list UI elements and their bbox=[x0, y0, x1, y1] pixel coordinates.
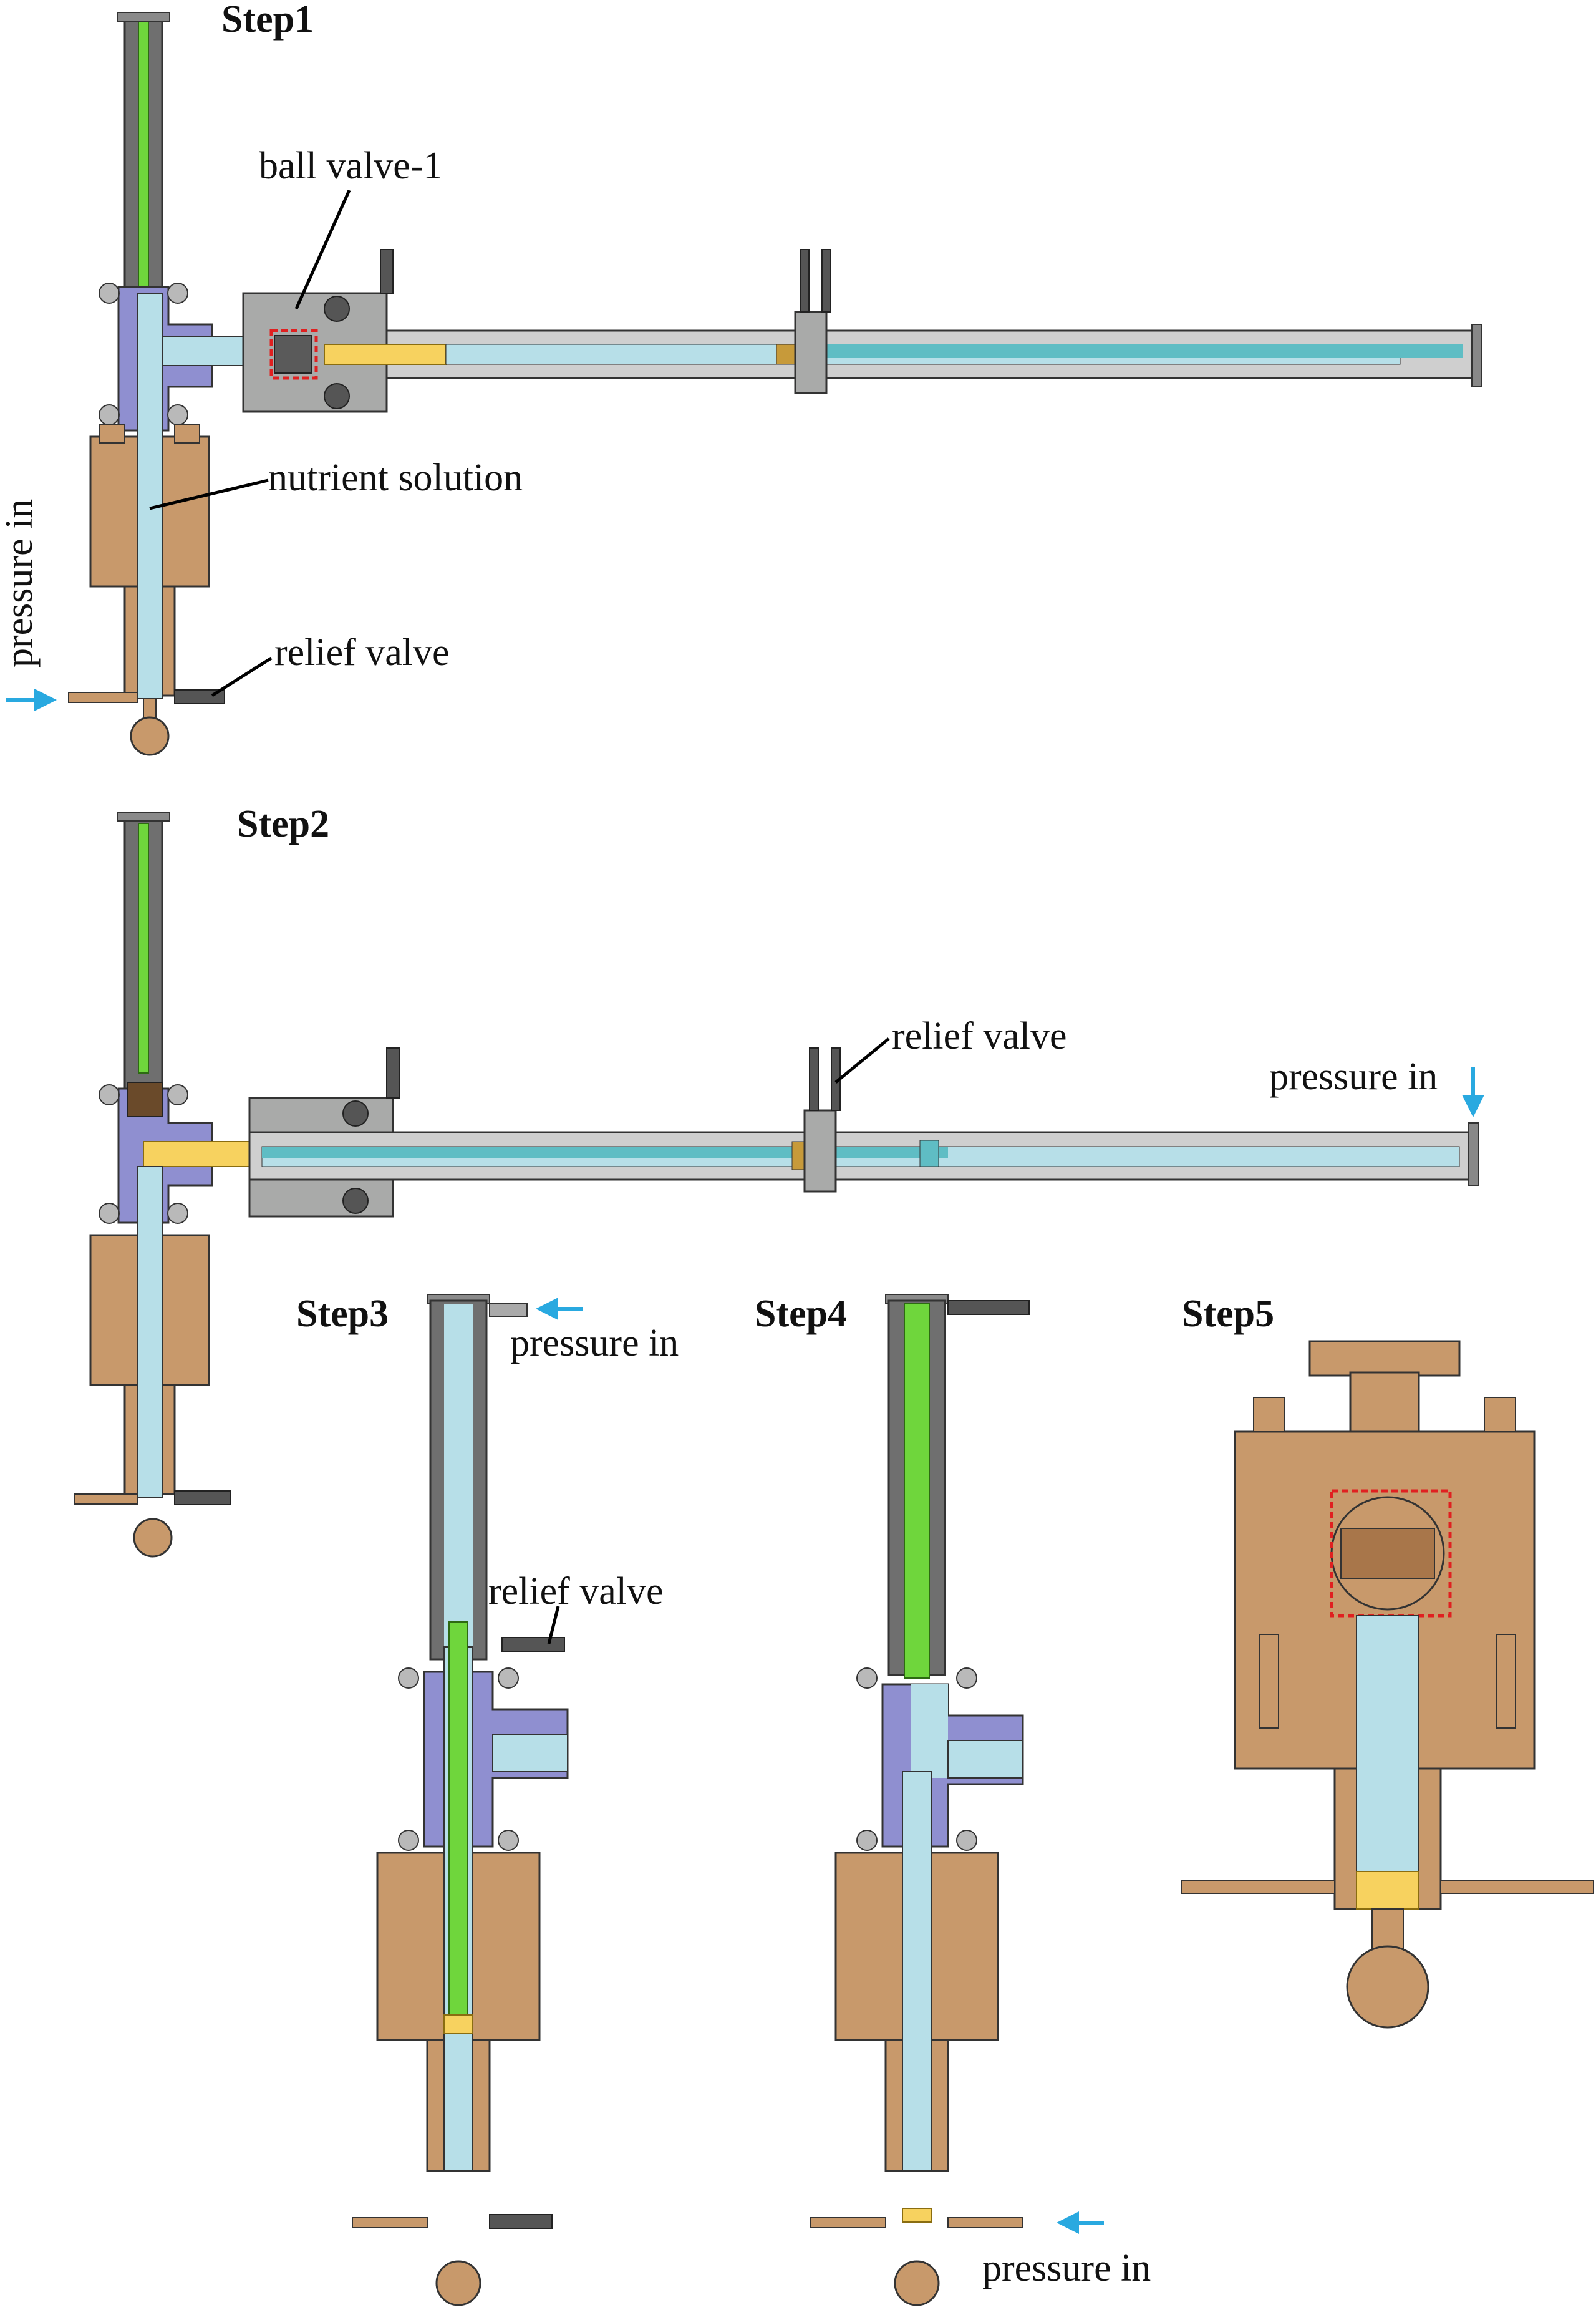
step2-apparatus bbox=[74, 812, 1484, 1558]
step5-label: Step5 bbox=[1182, 1293, 1275, 1335]
step1-vertical-fluid bbox=[137, 293, 163, 699]
step1-relief-valve-label: relief valve bbox=[274, 631, 450, 674]
step3-pressure-in-label: pressure in bbox=[510, 1322, 679, 1364]
step5-yellow-plug bbox=[1356, 1871, 1419, 1910]
nutrient-solution-label: nutrient solution bbox=[268, 457, 523, 499]
step2-label: Step2 bbox=[237, 803, 330, 845]
step1-yellow-plug bbox=[324, 344, 447, 365]
step3-label: Step3 bbox=[296, 1293, 389, 1335]
step4-apparatus bbox=[810, 1294, 1104, 2306]
ball-valve-label: ball valve-1 bbox=[259, 145, 443, 187]
step4-yellow-plug bbox=[902, 2208, 932, 2223]
step3-apparatus bbox=[352, 1294, 583, 2306]
step1-handwheel bbox=[130, 716, 170, 756]
step5-apparatus bbox=[1181, 1340, 1594, 2029]
step2-relief-valve-label: relief valve bbox=[892, 1015, 1067, 1057]
step4-pressure-in-label: pressure in bbox=[982, 2247, 1151, 2289]
leader-nutrient-solution bbox=[149, 478, 269, 510]
leader-relief-valve-3 bbox=[547, 1606, 560, 1644]
step3-green-rod bbox=[448, 1621, 468, 2016]
step1-pressure-in-label: pressure in bbox=[0, 498, 41, 667]
step1-label: Step1 bbox=[221, 0, 314, 41]
step4-vertical-fluid bbox=[902, 1771, 932, 2172]
step1-apparatus bbox=[6, 12, 1482, 756]
leader-relief-valve-2 bbox=[834, 1037, 890, 1084]
step2-pressure-in-label: pressure in bbox=[1269, 1056, 1438, 1098]
leader-relief-valve-1 bbox=[211, 656, 273, 697]
leader-ball-valve bbox=[294, 189, 351, 310]
step5-fluid bbox=[1356, 1615, 1419, 1872]
step3-yellow-plug bbox=[443, 2014, 473, 2034]
ball-valve-highlight bbox=[269, 329, 318, 380]
step2-yellow-plug bbox=[143, 1141, 256, 1167]
step1-middle-flange bbox=[794, 311, 828, 394]
step3-relief-valve-label: relief valve bbox=[488, 1570, 664, 1613]
step4-label: Step4 bbox=[755, 1293, 848, 1335]
step1-inner-rod bbox=[138, 21, 149, 297]
